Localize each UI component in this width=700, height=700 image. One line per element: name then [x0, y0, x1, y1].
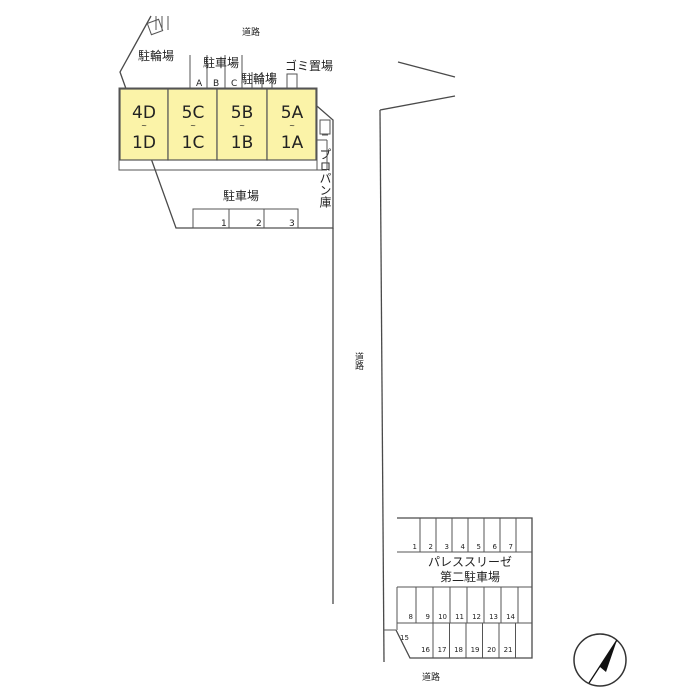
- slots-bottom-row: 16 17 18 19 20 21: [421, 623, 516, 658]
- unit-a-top: 5A: [281, 103, 304, 123]
- parking-top-label: 駐車場: [203, 55, 239, 70]
- slot-18: 18: [454, 646, 463, 654]
- building: 4D ~ 1D 5C ~ 1C 5B ~ 1B 5A ~ 1A: [118, 87, 328, 171]
- parking-bottom-label: 駐車場: [223, 188, 259, 203]
- slot-9: 9: [426, 613, 430, 621]
- slot-5: 5: [477, 543, 481, 551]
- unit-d: 4D ~ 1D: [119, 88, 169, 161]
- road-label-middle: 道路: [353, 351, 364, 371]
- unit-b-tilde: ~: [239, 122, 245, 130]
- propane-label: プロパン庫: [318, 148, 332, 209]
- unit-c-bottom: 1C: [182, 133, 205, 153]
- slots-top-row: 1 2 3 4 5 6 7: [413, 518, 517, 552]
- second-lot-name-2: 第二駐車場: [440, 569, 500, 584]
- propane-storage: プロパン庫: [318, 119, 332, 209]
- slots-middle-row: 8 9 10 11 12 13 14: [409, 587, 519, 623]
- unit-d-top: 4D: [132, 103, 156, 123]
- slot-8: 8: [409, 613, 413, 621]
- unit-c: 5C ~ 1C: [167, 88, 218, 161]
- parking-slot-b: B: [213, 79, 219, 89]
- unit-c-tilde: ~: [190, 122, 196, 130]
- road-label-bottom: 道路: [422, 671, 440, 683]
- bicycle-parking-right-label: 駐輪場: [241, 71, 277, 86]
- parking-bottom-slot-3: 3: [289, 219, 295, 229]
- road-edge-right: [379, 109, 385, 663]
- north-arrow-icon: [573, 633, 627, 687]
- parking-slot-c: C: [231, 79, 237, 89]
- road-edge-corner: [379, 95, 456, 111]
- slot-15: 15: [400, 634, 409, 642]
- bicycle-parking-left: 駐輪場: [138, 16, 174, 63]
- unit-b-top: 5B: [231, 103, 253, 123]
- parking-bottom-slot-1: 1: [221, 219, 227, 229]
- slot-12: 12: [472, 613, 481, 621]
- unit-a: 5A ~ 1A: [266, 88, 317, 161]
- unit-a-tilde: ~: [289, 122, 295, 130]
- slot-20: 20: [487, 646, 496, 654]
- road-edge-far: [397, 61, 456, 78]
- garbage-area: ゴミ置場: [285, 58, 333, 89]
- parking-top: 駐車場 A B C: [189, 55, 243, 89]
- slot-14: 14: [506, 613, 515, 621]
- garbage-area-label: ゴミ置場: [285, 58, 333, 73]
- unit-c-top: 5C: [182, 103, 205, 123]
- slot-4: 4: [461, 543, 466, 551]
- road-label-top: 道路: [242, 26, 260, 38]
- bicycle-parking-left-label: 駐輪場: [138, 48, 174, 63]
- slot-7: 7: [509, 543, 513, 551]
- slot-16: 16: [421, 646, 430, 654]
- parking-bottom: 駐車場 1 2 3: [192, 188, 299, 229]
- slot-19: 19: [471, 646, 480, 654]
- slot-2: 2: [429, 543, 433, 551]
- unit-d-tilde: ~: [141, 122, 147, 130]
- unit-a-bottom: 1A: [281, 133, 304, 153]
- slot-6: 6: [493, 543, 498, 551]
- slot-3: 3: [445, 543, 449, 551]
- unit-d-bottom: 1D: [132, 133, 156, 153]
- parking-slot-a: A: [196, 79, 203, 89]
- second-lot-name-1: パレススリーゼ: [428, 555, 512, 569]
- slot-17: 17: [438, 646, 447, 654]
- slot-21: 21: [504, 646, 513, 654]
- parking-bottom-slot-2: 2: [256, 219, 262, 229]
- unit-b-bottom: 1B: [231, 133, 253, 153]
- bicycle-parking-right: 駐輪場: [241, 71, 277, 88]
- slot-13: 13: [489, 613, 498, 621]
- slot-11: 11: [455, 613, 464, 621]
- unit-b: 5B ~ 1B: [216, 88, 268, 161]
- slot-10: 10: [438, 613, 447, 621]
- slot-1: 1: [413, 543, 417, 551]
